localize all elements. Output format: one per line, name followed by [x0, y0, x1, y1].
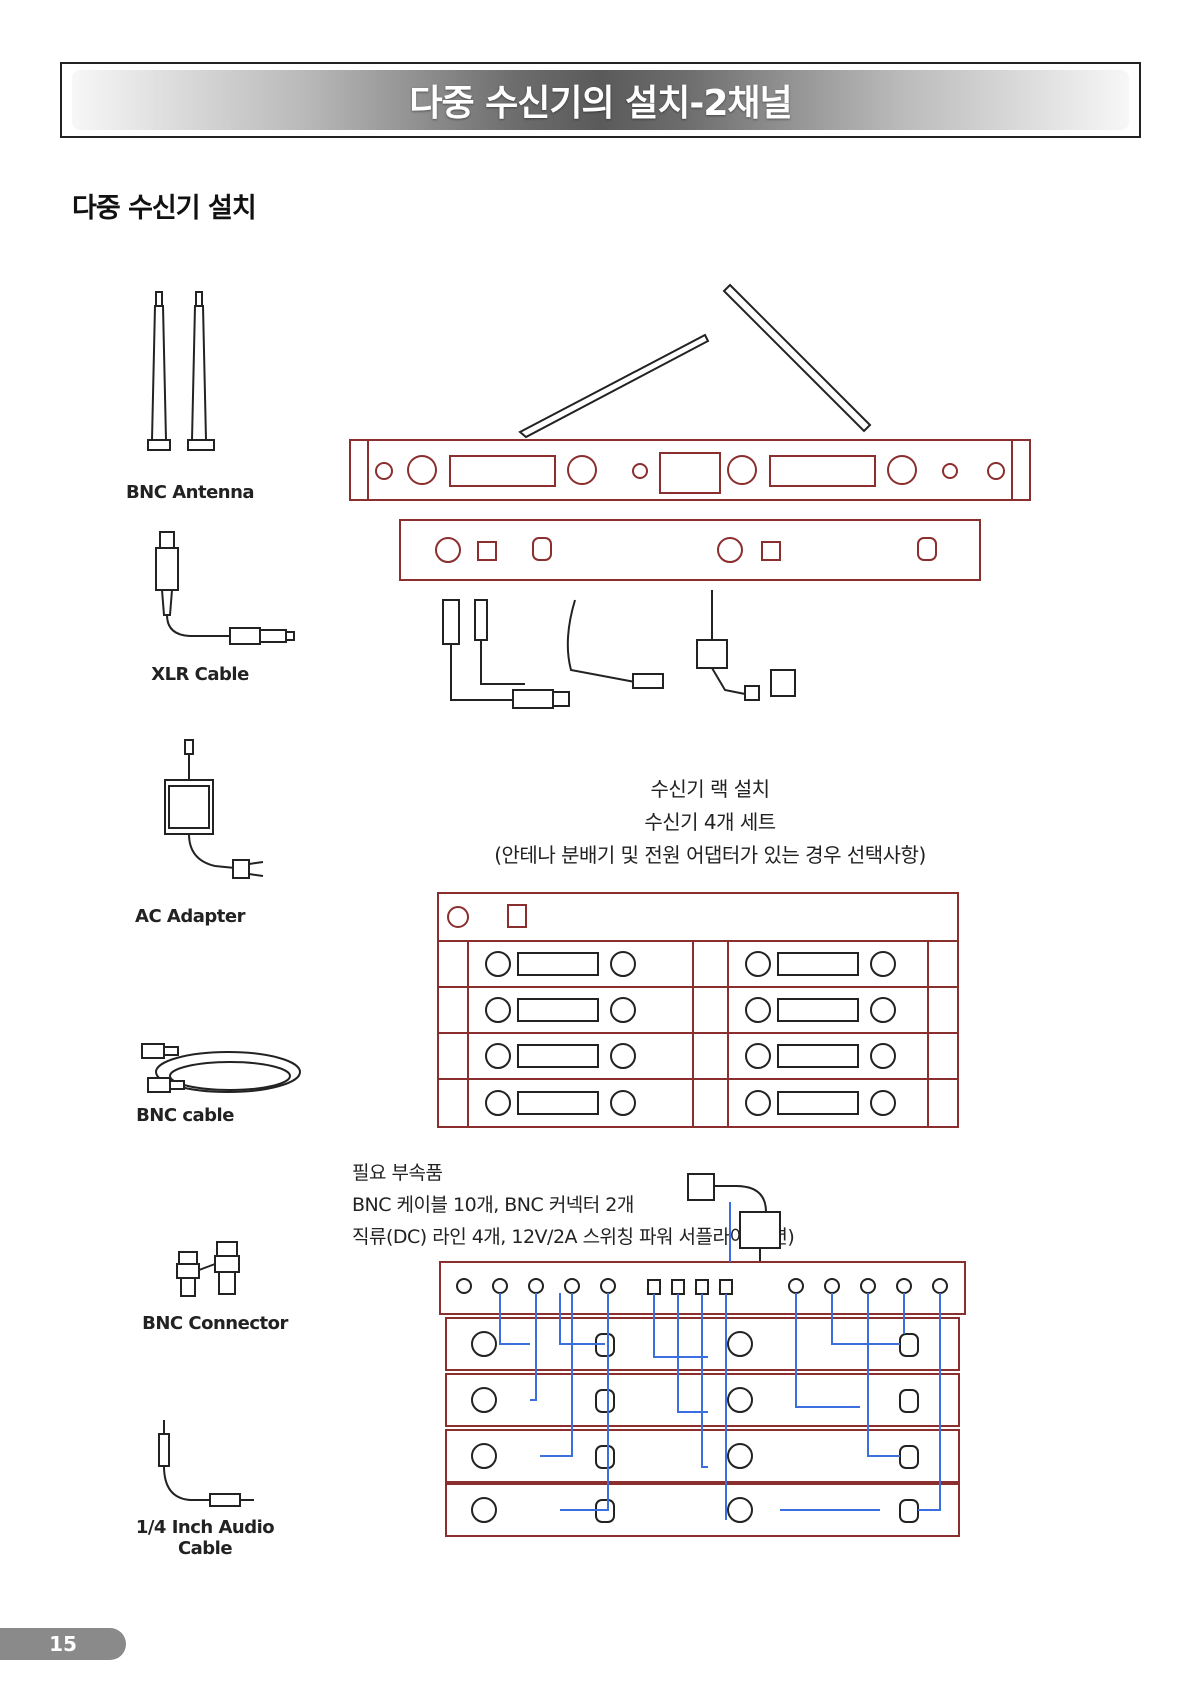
- quarter-inch-cable-icon: [158, 1420, 254, 1507]
- rack-caption-line-3: (안테나 분배기 및 전원 어댑터가 있는 경우 선택사항): [494, 843, 926, 867]
- page-number: 15: [0, 1628, 126, 1660]
- parts-caption-line-3: 직류(DC) 라인 4개, 12V/2A 스위칭 파워 서플라이(옵션): [352, 1226, 795, 1248]
- accessory-label-ac-adapter: AC Adapter: [135, 906, 245, 927]
- rear-connections-diagram: [442, 590, 796, 709]
- accessory-label-bnc-cable: BNC cable: [136, 1105, 234, 1126]
- accessory-label-bnc-connector: BNC Connector: [142, 1313, 288, 1334]
- accessory-label-xlr-cable: XLR Cable: [151, 664, 249, 685]
- ac-adapter-icon: [164, 739, 264, 879]
- rack-stack-diagram: [437, 892, 959, 1128]
- accessory-label-quarter-inch-cable: 1/4 Inch Audio Cable: [135, 1517, 275, 1559]
- bnc-antenna-icon: [147, 291, 215, 451]
- rack-caption-line-1: 수신기 랙 설치: [650, 777, 770, 801]
- accessory-label-bnc-antenna: BNC Antenna: [125, 482, 255, 503]
- header-banner-inner: 다중 수신기의 설치-2채널: [72, 70, 1129, 130]
- power-supply-icon: [687, 1173, 781, 1262]
- bnc-cable-icon: [141, 1043, 301, 1093]
- bnc-connector-icon: [176, 1241, 240, 1297]
- section-title: 다중 수신기 설치: [72, 193, 257, 224]
- rack-caption-line-2: 수신기 4개 세트: [644, 810, 776, 834]
- header-banner: 다중 수신기의 설치-2채널: [60, 62, 1141, 138]
- receiver-front-diagram: [349, 283, 1031, 501]
- xlr-cable-icon: [155, 531, 295, 645]
- parts-caption-line-2: BNC 케이블 10개, BNC 커넥터 2개: [352, 1194, 634, 1216]
- distribution-wiring-diagram: [439, 1202, 966, 1537]
- parts-caption-line-1: 필요 부속품: [352, 1162, 443, 1184]
- page-title: 다중 수신기의 설치-2채널: [409, 83, 792, 124]
- receiver-rear-diagram: [399, 519, 981, 581]
